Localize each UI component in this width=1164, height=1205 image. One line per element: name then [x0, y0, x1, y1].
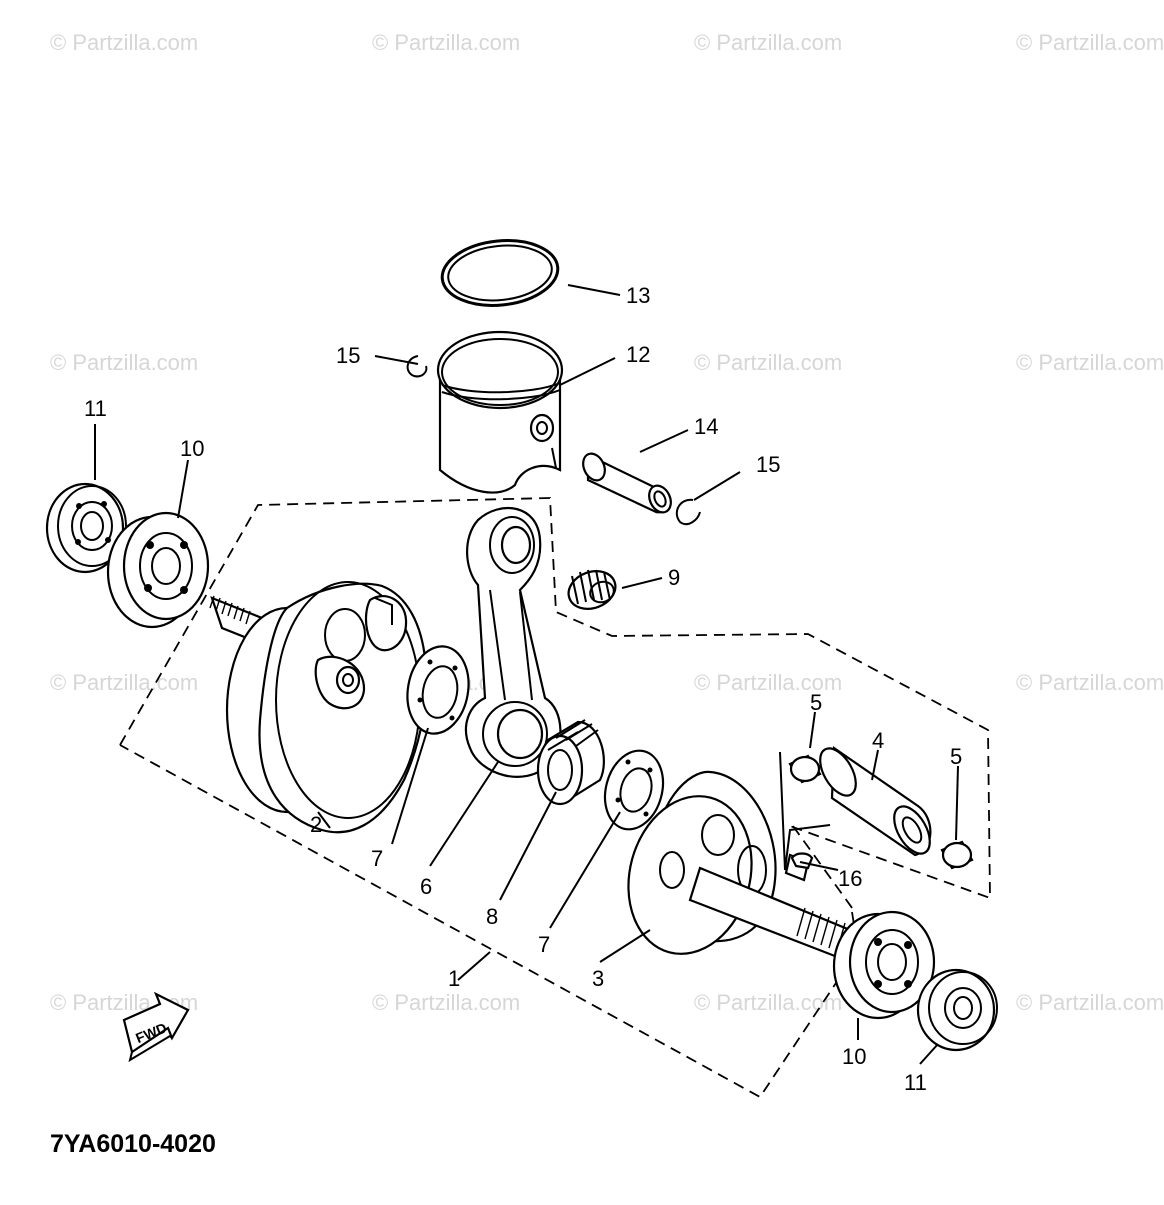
- callout-3: 3: [592, 966, 604, 991]
- callout-6: 6: [420, 874, 432, 899]
- callout-2: 2: [310, 812, 322, 837]
- callout-1: 1: [448, 966, 460, 991]
- watermark: © Partzilla.com: [50, 670, 198, 695]
- crank-half-right: [627, 770, 852, 960]
- watermark: © Partzilla.com: [372, 990, 520, 1015]
- watermark: © Partzilla.com: [50, 350, 198, 375]
- callout-labels: 11 10 13 12 15 14 15 9 2 7 6 8 7 3 1 5 4…: [84, 283, 962, 1095]
- bearing-11-left: [45, 482, 127, 574]
- watermark: © Partzilla.com: [50, 30, 198, 55]
- bearing-10-right: [832, 910, 936, 1020]
- callout-7-right: 7: [538, 932, 550, 957]
- crank-pin-4: [819, 745, 932, 857]
- callout-11-left: 11: [84, 396, 107, 421]
- needle-bearing-8: [536, 719, 605, 806]
- watermark: © Partzilla.com: [1016, 350, 1164, 375]
- small-end-bearing-9: [567, 569, 617, 610]
- callout-14: 14: [694, 414, 718, 439]
- callout-16: 16: [838, 866, 862, 891]
- washer-7-right: [603, 749, 665, 831]
- callout-5-right: 5: [950, 744, 962, 769]
- circlip-15-right: [675, 498, 701, 526]
- callout-15-left: 15: [336, 343, 360, 368]
- watermark: © Partzilla.com: [372, 30, 520, 55]
- washer-7-left: [406, 645, 470, 735]
- callout-10-right: 10: [842, 1044, 866, 1069]
- piston-ring-13: [440, 239, 560, 307]
- connecting-rod: [464, 506, 562, 778]
- circlip-15-left: [406, 355, 428, 378]
- watermark: © Partzilla.com: [694, 350, 842, 375]
- callout-10-left: 10: [180, 436, 204, 461]
- bearing-10-left: [106, 511, 210, 629]
- woodruff-key-16: [790, 852, 814, 870]
- callout-12: 12: [626, 342, 650, 367]
- crank-half-left: [209, 581, 428, 834]
- callout-4: 4: [872, 728, 884, 753]
- fwd-arrow-icon: FWD: [122, 991, 190, 1063]
- watermark: © Partzilla.com: [1016, 30, 1164, 55]
- callout-9: 9: [668, 565, 680, 590]
- watermark: © Partzilla.com: [1016, 990, 1164, 1015]
- callout-7-left: 7: [371, 846, 383, 871]
- callout-13: 13: [626, 283, 650, 308]
- pin-5-left: [788, 754, 822, 784]
- pin-5-right: [940, 840, 974, 870]
- diagram-code: 7YA6010-4020: [50, 1130, 216, 1158]
- callout-11-right: 11: [904, 1070, 927, 1095]
- callout-5-left: 5: [810, 690, 822, 715]
- watermark: © Partzilla.com: [694, 990, 842, 1015]
- watermark: © Partzilla.com: [1016, 670, 1164, 695]
- piston-pin-14: [582, 452, 672, 514]
- callout-8: 8: [486, 904, 498, 929]
- watermark-layer: © Partzilla.com © Partzilla.com © Partzi…: [50, 30, 1164, 1015]
- watermark: © Partzilla.com: [694, 670, 842, 695]
- leader-lines: [94, 284, 959, 1065]
- piston-12: [436, 330, 564, 494]
- callout-15-right: 15: [756, 452, 780, 477]
- watermark: © Partzilla.com: [694, 30, 842, 55]
- bearing-11-right: [916, 968, 998, 1052]
